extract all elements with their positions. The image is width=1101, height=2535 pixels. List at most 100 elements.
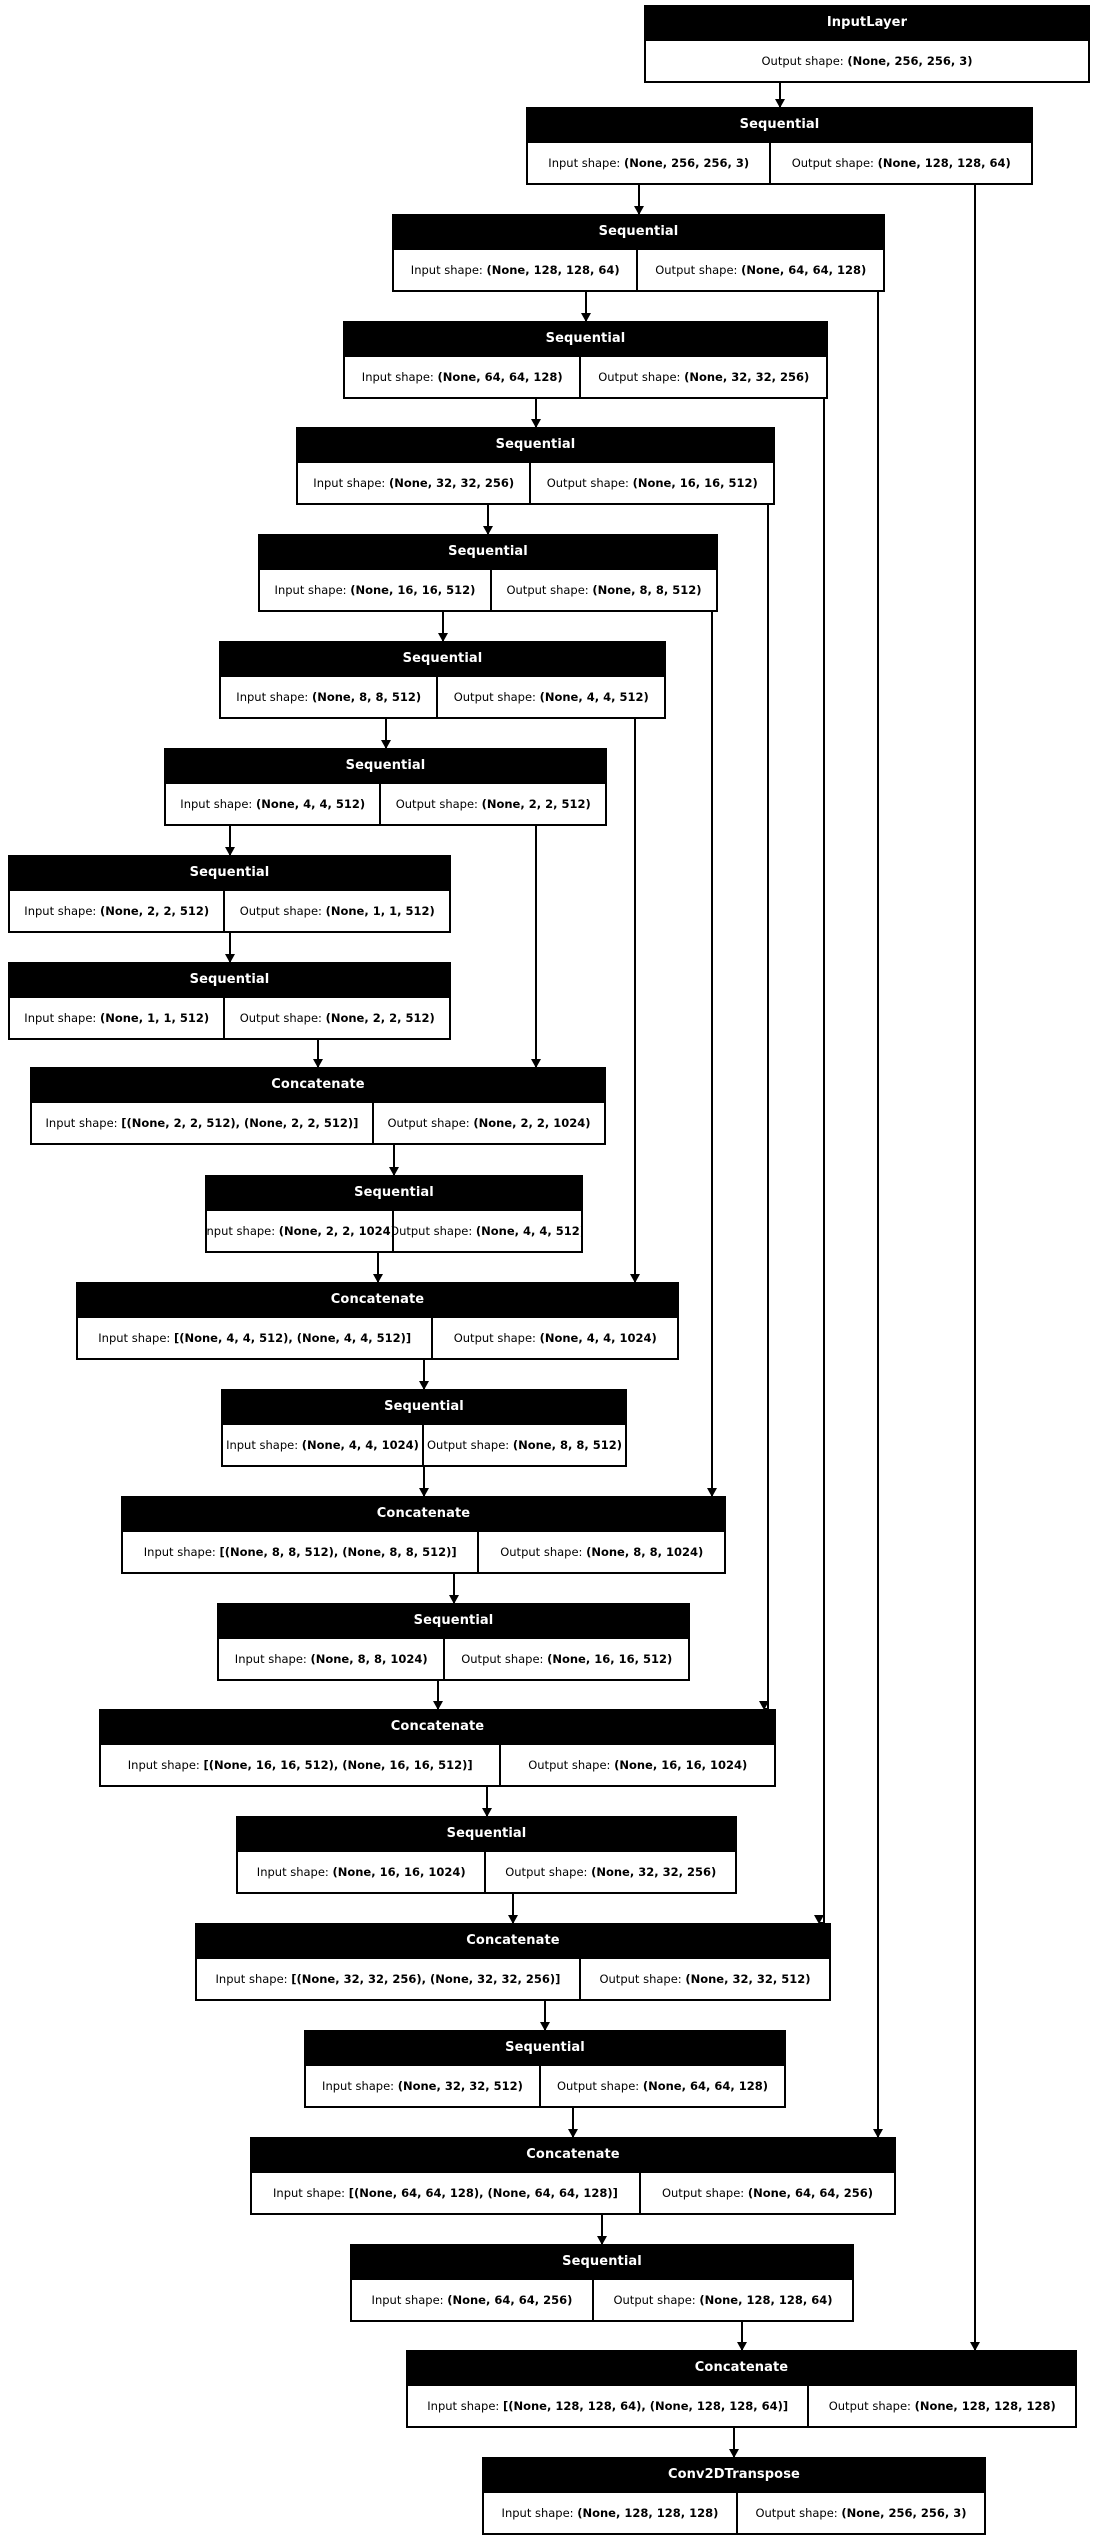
arrowhead-skip-seq_down_3-to-concat_5: [814, 1915, 824, 1924]
node-shape-row: Input shape: (None, 16, 16, 512)Output s…: [260, 568, 716, 610]
node-output-shape: Output shape: (None, 32, 32, 256): [505, 1864, 717, 1879]
node-shape-row: Input shape: (None, 4, 4, 1024)Output sh…: [223, 1423, 625, 1465]
edge-concat_7-to-conv2d_transpose: [733, 2428, 735, 2457]
node-title: Concatenate: [408, 2352, 1075, 2384]
arrowhead-seq_down_4-to-seq_down_5: [483, 526, 493, 535]
arrowhead-seq_up_5-to-concat_5: [508, 1915, 518, 1924]
edge-seq_down_1-to-seq_down_2: [638, 185, 640, 214]
node-title: Concatenate: [252, 2139, 894, 2171]
node-output-shape: Output shape: (None, 2, 2, 1024): [387, 1115, 591, 1130]
node-input-shape: Input shape: (None, 64, 64, 128): [345, 357, 582, 397]
node-title: Sequential: [394, 216, 883, 248]
node-input-shape: Input shape: (None, 32, 32, 512): [306, 2066, 541, 2106]
edge-seq_up_5-to-concat_5: [512, 1894, 514, 1923]
node-input-shape: Input shape: (None, 64, 64, 256): [352, 2280, 594, 2320]
node-title: InputLayer: [646, 7, 1088, 39]
node-output-shape: Output shape: (None, 64, 64, 128): [655, 262, 867, 277]
node-title: Sequential: [352, 2246, 852, 2278]
edge-seq_down_7-to-seq_down_8: [229, 826, 231, 855]
edge-concat_5-to-seq_up_6: [544, 2001, 546, 2030]
node-title: Sequential: [207, 1177, 581, 1209]
node-input-shape: Input shape: (None, 2, 2, 512): [10, 891, 226, 931]
node-shape-row: Input shape: [(None, 16, 16, 512), (None…: [101, 1743, 774, 1785]
node-title: Sequential: [238, 1818, 735, 1850]
node-input-shape: Input shape: (None, 16, 16, 1024): [238, 1852, 487, 1892]
arrowhead-concat_7-to-conv2d_transpose: [729, 2449, 739, 2458]
node-shape-row: Input shape: [(None, 32, 32, 256), (None…: [197, 1957, 829, 1999]
edge-seq_up_7-to-concat_7: [741, 2322, 743, 2350]
arrowhead-skip-seq_down_7-to-concat_1: [531, 1059, 541, 1068]
arrowhead-skip-seq_down_5-to-concat_3: [707, 1488, 717, 1497]
node-input-shape: Input shape: [(None, 8, 8, 512), (None, …: [123, 1532, 480, 1572]
node-output-shape: Output shape: (None, 256, 256, 3): [755, 2505, 967, 2520]
node-output-shape: Output shape: (None, 128, 128, 64): [791, 155, 1011, 170]
node-input-shape: Input shape: [(None, 4, 4, 512), (None, …: [78, 1318, 434, 1358]
edge-skip-v-seq_down_6-to-concat_2: [634, 719, 636, 1282]
node-output-shape: Output shape: (None, 4, 4, 1024): [453, 1330, 657, 1345]
node-title: Sequential: [306, 2032, 784, 2064]
arrowhead-seq_up_2-to-concat_2: [373, 1274, 383, 1283]
node-title: Conv2DTranspose: [484, 2459, 984, 2491]
node-input-shape: Input shape: [(None, 128, 128, 64), (Non…: [408, 2386, 810, 2426]
node-title: Sequential: [166, 750, 605, 782]
node-input-shape: Input shape: [(None, 2, 2, 512), (None, …: [32, 1103, 374, 1143]
node-shape-row: Input shape: (None, 128, 128, 128)Output…: [484, 2491, 984, 2533]
arrowhead-seq_down_3-to-seq_down_4: [531, 419, 541, 428]
arrowhead-seq_up_6-to-concat_6: [568, 2129, 578, 2138]
node-shape-row: Input shape: (None, 2, 2, 1024)Output sh…: [207, 1209, 581, 1251]
node-input-shape: Input shape: [(None, 16, 16, 512), (None…: [101, 1745, 502, 1785]
arrowhead-seq_down_2-to-seq_down_3: [581, 313, 591, 322]
arrowhead-seq_down_5-to-seq_down_6: [438, 633, 448, 642]
node-output-shape: Output shape: (None, 128, 128, 64): [613, 2292, 833, 2307]
node-title: Concatenate: [197, 1925, 829, 1957]
edge-concat_2-to-seq_up_3: [423, 1360, 425, 1389]
node-output-shape: Output shape: (None, 4, 4, 512): [394, 1223, 581, 1238]
node-shape-row: Input shape: [(None, 8, 8, 512), (None, …: [123, 1530, 724, 1572]
arrowhead-seq_down_8-to-seq_up_1: [225, 954, 235, 963]
arrowhead-skip-seq_down_6-to-concat_2: [630, 1274, 640, 1283]
arrowhead-concat_2-to-seq_up_3: [419, 1381, 429, 1390]
node-title: Sequential: [528, 109, 1031, 141]
node-output-shape: Output shape: (None, 16, 16, 512): [461, 1651, 673, 1666]
node-output-shape: Output shape: (None, 8, 8, 1024): [500, 1544, 704, 1559]
arrowhead-seq_down_7-to-seq_down_8: [225, 847, 235, 856]
node-shape-row: Input shape: (None, 4, 4, 512)Output sha…: [166, 782, 605, 824]
node-input-shape: Input shape: (None, 256, 256, 3): [528, 143, 772, 183]
edge-concat_4-to-seq_up_5: [486, 1787, 488, 1816]
node-output-shape: Output shape: (None, 2, 2, 512): [395, 796, 591, 811]
node-output-shape: Output shape: (None, 64, 64, 256): [661, 2185, 873, 2200]
node-title: Sequential: [298, 429, 773, 461]
edge-seq_down_5-to-seq_down_6: [442, 612, 444, 641]
node-shape-row: Input shape: (None, 128, 128, 64)Output …: [394, 248, 883, 290]
arrowhead-skip-seq_down_1-to-concat_7: [970, 2342, 980, 2351]
arrowhead-concat_5-to-seq_up_6: [540, 2022, 550, 2031]
node-title: Sequential: [223, 1391, 625, 1423]
arrowhead-input_layer-to-seq_down_1: [775, 99, 785, 108]
node-output-shape: Output shape: (None, 16, 16, 1024): [528, 1757, 748, 1772]
node-title: Concatenate: [123, 1498, 724, 1530]
